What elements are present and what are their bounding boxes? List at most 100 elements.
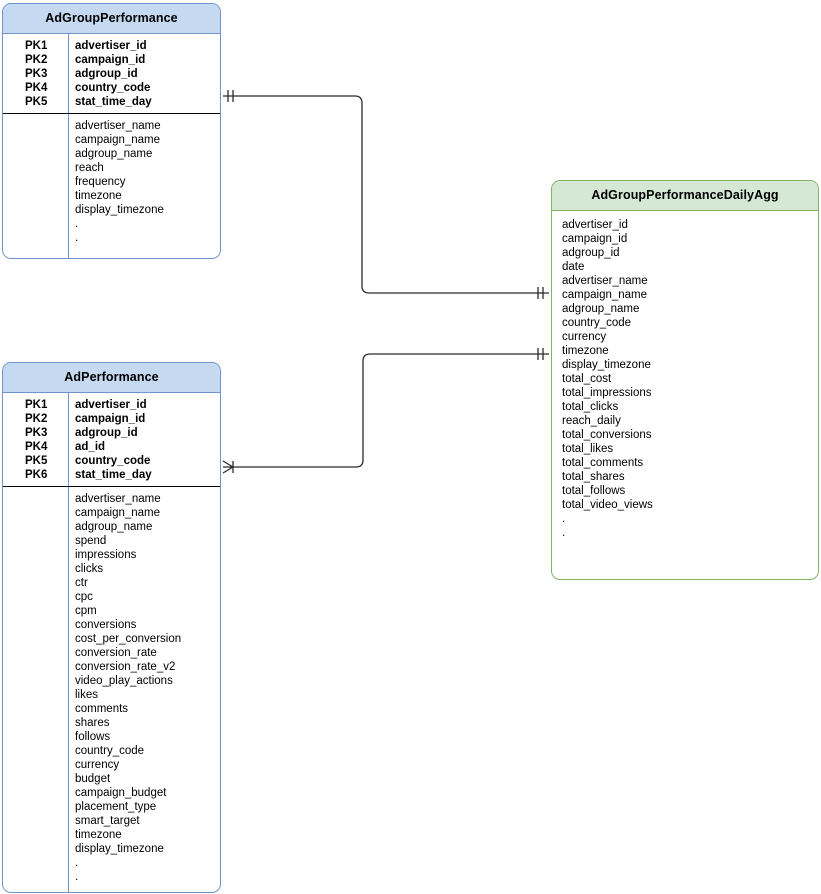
field-row: country_code	[3, 744, 220, 758]
relationship-adgroup-to-agg[interactable]	[223, 90, 549, 299]
field-row: total_conversions	[552, 428, 818, 442]
field-row: total_shares	[552, 470, 818, 484]
field-name: conversions	[75, 619, 137, 632]
field-name: .	[75, 218, 79, 231]
field-row: adgroup_name	[552, 302, 818, 316]
field-row: PK1 advertiser_id	[3, 39, 220, 53]
pk-label: PK1	[25, 40, 48, 52]
field-row: currency	[552, 330, 818, 344]
field-row: country_code	[552, 316, 818, 330]
pk-label: PK4	[25, 82, 48, 94]
field-name: spend	[75, 535, 107, 548]
field-row: clicks	[3, 562, 220, 576]
field-name: timezone	[75, 829, 122, 842]
field-name: placement_type	[75, 801, 157, 814]
field-row: campaign_name	[552, 288, 818, 302]
field-name: campaign_id	[562, 233, 628, 245]
field-row: campaign_id	[552, 232, 818, 246]
field-row: total_impressions	[552, 386, 818, 400]
field-name: smart_target	[75, 815, 140, 828]
field-name: adgroup_id	[75, 68, 138, 80]
pk-label: PK1	[25, 399, 48, 411]
field-row: adgroup_name	[3, 147, 220, 161]
field-row: .	[552, 512, 818, 526]
field-name: currency	[75, 759, 120, 772]
field-row: timezone	[3, 189, 220, 203]
field-name: country_code	[75, 455, 151, 467]
field-name: .	[562, 527, 566, 539]
entity-body-adgroup-performance: PK1 advertiser_id PK2 campaign_id PK3 ad…	[3, 34, 220, 258]
entity-body-ad-performance: PK1 advertiser_id PK2 campaign_id PK3 ad…	[3, 393, 220, 892]
field-name: date	[562, 261, 585, 273]
field-name: reach	[75, 162, 104, 175]
field-row: campaign_name	[3, 133, 220, 147]
field-row: campaign_name	[3, 506, 220, 520]
field-name: timezone	[75, 190, 122, 203]
field-name: adgroup_name	[562, 303, 640, 315]
relationship-ad-to-agg[interactable]	[222, 348, 549, 474]
field-row: display_timezone	[3, 203, 220, 217]
field-row: advertiser_id	[552, 218, 818, 232]
key-attribute-divider	[3, 486, 220, 488]
field-name: .	[75, 871, 79, 884]
field-row: campaign_budget	[3, 786, 220, 800]
field-name: video_play_actions	[75, 675, 173, 688]
field-row: total_follows	[552, 484, 818, 498]
field-name: country_code	[75, 82, 151, 94]
field-name: country_code	[562, 317, 632, 329]
field-row: PK3 adgroup_id	[3, 67, 220, 81]
field-row: display_timezone	[552, 358, 818, 372]
field-name: total_cost	[562, 373, 612, 385]
field-row: timezone	[552, 344, 818, 358]
relationship-line	[223, 95, 549, 294]
field-name: campaign_id	[75, 413, 146, 425]
field-name: advertiser_id	[562, 219, 628, 231]
column-separator-rule	[68, 393, 70, 892]
field-name: timezone	[562, 345, 609, 357]
pk-label: PK3	[25, 68, 48, 80]
field-row: cpc	[3, 590, 220, 604]
field-name: currency	[562, 331, 607, 343]
field-row: advertiser_name	[552, 274, 818, 288]
field-name: total_video_views	[562, 499, 653, 511]
entity-adgroup-performance[interactable]: AdGroupPerformance PK1 advertiser_id PK2…	[2, 3, 221, 259]
field-row: PK3 adgroup_id	[3, 426, 220, 440]
field-row: display_timezone	[3, 842, 220, 856]
field-name: display_timezone	[75, 843, 164, 856]
field-row: advertiser_name	[3, 492, 220, 506]
field-row: PK2 campaign_id	[3, 412, 220, 426]
field-row: conversion_rate	[3, 646, 220, 660]
column-separator-rule	[68, 34, 70, 258]
field-row: .	[3, 231, 220, 245]
relationship-line	[230, 353, 549, 468]
field-row: PK4 ad_id	[3, 440, 220, 454]
field-row: adgroup_id	[552, 246, 818, 260]
field-name: likes	[75, 689, 99, 702]
entity-ad-performance[interactable]: AdPerformance PK1 advertiser_id PK2 camp…	[2, 362, 221, 893]
field-name: cpm	[75, 605, 97, 618]
field-name: adgroup_id	[562, 247, 620, 259]
entity-title-ad-performance: AdPerformance	[3, 363, 220, 393]
field-name: shares	[75, 717, 110, 730]
field-name: advertiser_id	[75, 40, 147, 52]
pk-label: PK6	[25, 469, 48, 481]
entity-adgroup-performance-daily-agg[interactable]: AdGroupPerformanceDailyAgg advertiser_id…	[551, 180, 819, 580]
field-name: campaign_name	[75, 507, 161, 520]
field-name: advertiser_id	[75, 399, 147, 411]
field-name: total_follows	[562, 485, 626, 497]
field-name: comments	[75, 703, 129, 716]
field-row: PK4 country_code	[3, 81, 220, 95]
field-row: total_video_views	[552, 498, 818, 512]
field-row: reach_daily	[552, 414, 818, 428]
field-row: shares	[3, 716, 220, 730]
field-row: conversions	[3, 618, 220, 632]
field-name: stat_time_day	[75, 469, 152, 481]
field-name: advertiser_name	[75, 120, 161, 133]
field-row: cpm	[3, 604, 220, 618]
field-name: ad_id	[75, 441, 106, 453]
field-name: total_likes	[562, 443, 614, 455]
field-row: impressions	[3, 548, 220, 562]
entity-title-adgroup-performance: AdGroupPerformance	[3, 4, 220, 34]
field-name: ctr	[75, 577, 88, 590]
field-row: total_likes	[552, 442, 818, 456]
